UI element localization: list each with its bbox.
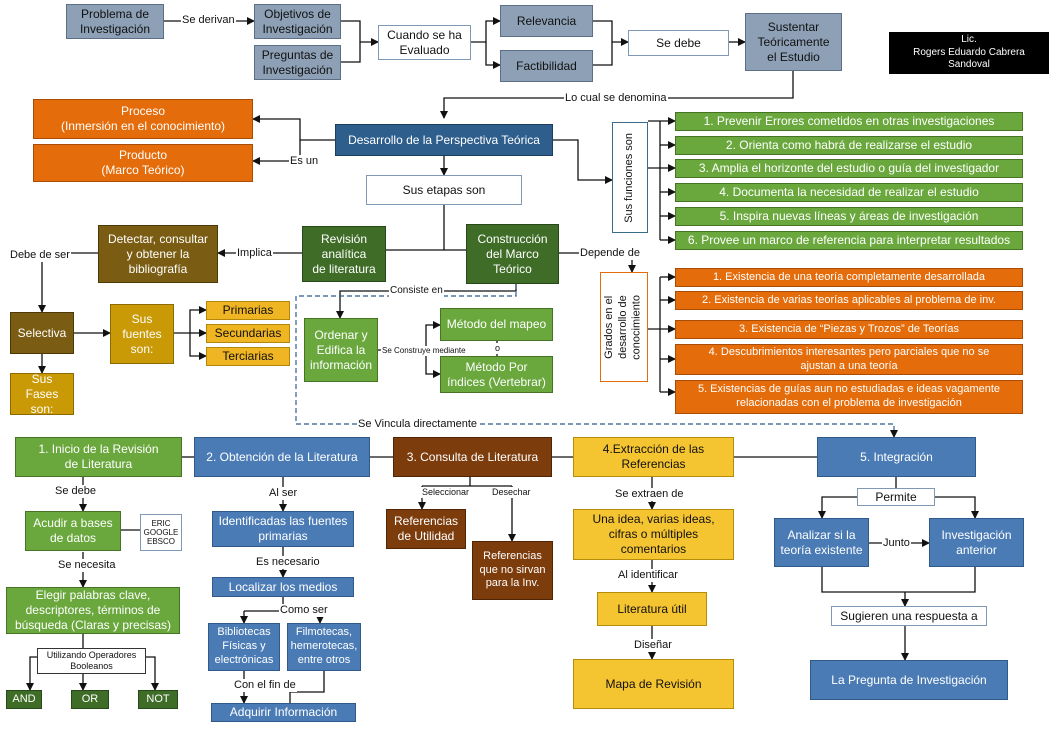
node-identificadas: Identificadas las fuentes primarias	[212, 511, 354, 547]
node-construccion: Construcción del Marco Teórico	[466, 224, 559, 284]
node-indices: Método Por índices (Vertebrar)	[440, 356, 553, 393]
node-adquirir: Adquirir Información	[211, 703, 356, 722]
label-lo-cual: Lo cual se denomina	[564, 92, 668, 106]
funciones-title: Sus funciones son	[623, 132, 636, 223]
node-mapa: Mapa de Revisión	[573, 659, 734, 709]
phase-2: 2. Obtención de la Literatura	[194, 437, 370, 477]
author-line1: Lic.	[961, 34, 977, 46]
label-col1-se-debe: Se debe	[54, 485, 97, 499]
grado-3: 3. Existencia de “Piezas y Trozos” de Te…	[675, 320, 1023, 339]
node-selectiva: Selectiva	[10, 312, 74, 354]
funcion-4: 4. Documenta la necesidad de realizar el…	[675, 183, 1023, 202]
label-debe-ser: Debe de ser	[9, 249, 71, 263]
label-con-el-fin: Con el fin de	[233, 679, 297, 693]
node-utilizando: Utilizando Operadores Booleanos	[37, 648, 146, 674]
label-seleccionar: Seleccionar	[421, 487, 471, 498]
grado-4: 4. Descubrimientos interesantes pero par…	[675, 344, 1023, 375]
node-grados-title: Grados en el desarrollo de conocimiento	[600, 272, 648, 382]
label-como-ser: Como ser	[279, 604, 329, 618]
node-util: Literatura útil	[597, 592, 707, 626]
node-elegir: Elegir palabras clave, descriptores, tér…	[6, 587, 180, 634]
funcion-5: 5. Inspira nuevas líneas y áreas de inve…	[675, 207, 1023, 226]
node-ordenar: Ordenar y Edifica la información	[304, 318, 378, 382]
funcion-2: 2. Orienta como habrá de realizarse el e…	[675, 136, 1023, 155]
label-al-ser: Al ser	[268, 487, 299, 501]
node-objetivos: Objetivos de Investigación	[254, 4, 341, 39]
node-fuentes: Sus fuentes son:	[110, 304, 174, 364]
funcion-3: 3. Amplia el horizonte del estudio o guí…	[675, 159, 1023, 178]
node-terciarias: Terciarias	[206, 347, 290, 366]
label-junto: Junto	[882, 537, 911, 551]
label-vincula: Se Vincula directamente	[357, 418, 479, 432]
node-bibliotecas: Bibliotecas Físicas y electrónicas	[208, 623, 280, 671]
node-detectar: Detectar, consultar y obtener la bibliog…	[98, 225, 218, 283]
label-disenar: Diseñar	[633, 639, 673, 653]
label-al-identificar: Al identificar	[617, 569, 679, 583]
node-pregunta: La Pregunta de Investigación	[810, 660, 1008, 700]
author-credit: Lic. Rogers Eduardo Cabrera Sandoval	[889, 32, 1049, 74]
node-no-sirvan: Referencias que no sirvan para la Inv.	[472, 541, 553, 600]
node-fases: Sus Fases son:	[10, 372, 74, 416]
node-producto: Producto (Marco Teórico)	[33, 144, 253, 182]
node-cuando: Cuando se ha Evaluado	[378, 25, 471, 60]
node-funciones-title: Sus funciones son	[612, 122, 648, 233]
label-implica: Implica	[236, 247, 273, 261]
node-proceso: Proceso (Inmersión en el conocimiento)	[33, 99, 253, 139]
grado-2: 2. Existencia de varias teorías aplicabl…	[675, 291, 1023, 310]
label-desechar: Desechar	[491, 487, 532, 498]
node-mapeo: Método del mapeo	[440, 308, 553, 341]
grados-title: Grados en el desarrollo de conocimiento	[603, 294, 643, 360]
label-construye: Se Construye mediante	[381, 346, 467, 356]
grado-5: 5. Existencias de guías aun no estudiada…	[675, 380, 1023, 414]
author-line2: Rogers Eduardo Cabrera Sandoval	[913, 46, 1025, 71]
node-sugieren: Sugieren una respuesta a	[831, 606, 987, 626]
label-es-un: Es un	[289, 155, 320, 169]
node-localizar: Localizar los medios	[212, 577, 354, 597]
funcion-1: 1. Prevenir Errores cometidos en otras i…	[675, 112, 1023, 131]
node-factibilidad: Factibilidad	[500, 50, 593, 82]
grado-1: 1. Existencia de una teoría completament…	[675, 268, 1023, 287]
node-eric: ERIC GOOGLE EBSCO	[140, 514, 182, 551]
node-sustentar: Sustentar Teóricamente el Estudio	[745, 13, 842, 71]
node-problema: Problema de Investigación	[66, 4, 164, 39]
node-not: NOT	[138, 690, 178, 709]
node-preguntas: Preguntas de Investigación	[254, 45, 341, 80]
node-se-debe: Se debe	[628, 30, 729, 56]
funcion-6: 6. Provee un marco de referencia para in…	[675, 231, 1023, 250]
node-relevancia: Relevancia	[500, 5, 593, 37]
phase-4: 4.Extracción de las Referencias	[573, 437, 734, 477]
node-idea: Una idea, varias ideas, cifras o múltipl…	[573, 509, 734, 560]
node-secundarias: Secundarias	[206, 324, 290, 343]
label-se-extraen: Se extraen de	[614, 488, 685, 502]
node-analizar: Analizar si la teoría existente	[774, 518, 869, 567]
label-es-necesario: Es necesario	[255, 556, 321, 570]
node-revision: Revisión analítica de literatura	[302, 226, 386, 282]
node-acudir: Acudir a bases de datos	[25, 511, 121, 551]
node-or: OR	[71, 690, 109, 709]
phase-5: 5. Integración	[817, 437, 976, 477]
node-and: AND	[6, 690, 42, 709]
label-consiste: Consiste en	[389, 285, 444, 297]
label-o: o	[494, 343, 502, 354]
node-etapas: Sus etapas son	[366, 175, 522, 205]
node-anterior: Investigación anterior	[929, 518, 1024, 567]
label-se-necesita: Se necesita	[57, 559, 117, 573]
label-depende: Depende de	[579, 247, 641, 261]
node-permite: Permite	[857, 488, 935, 506]
node-utilidad: Referencias de Utilidad	[386, 509, 466, 549]
label-se-derivan: Se derivan	[181, 14, 236, 28]
phase-3: 3. Consulta de Literatura	[393, 437, 552, 477]
phase-1: 1. Inicio de la Revisión de Literatura	[15, 437, 182, 477]
node-filmotecas: Filmotecas, hemerotecas, entre otros	[287, 623, 361, 671]
node-primarias: Primarias	[206, 301, 290, 320]
node-desarrollo: Desarrollo de la Perspectiva Teórica	[335, 124, 553, 156]
